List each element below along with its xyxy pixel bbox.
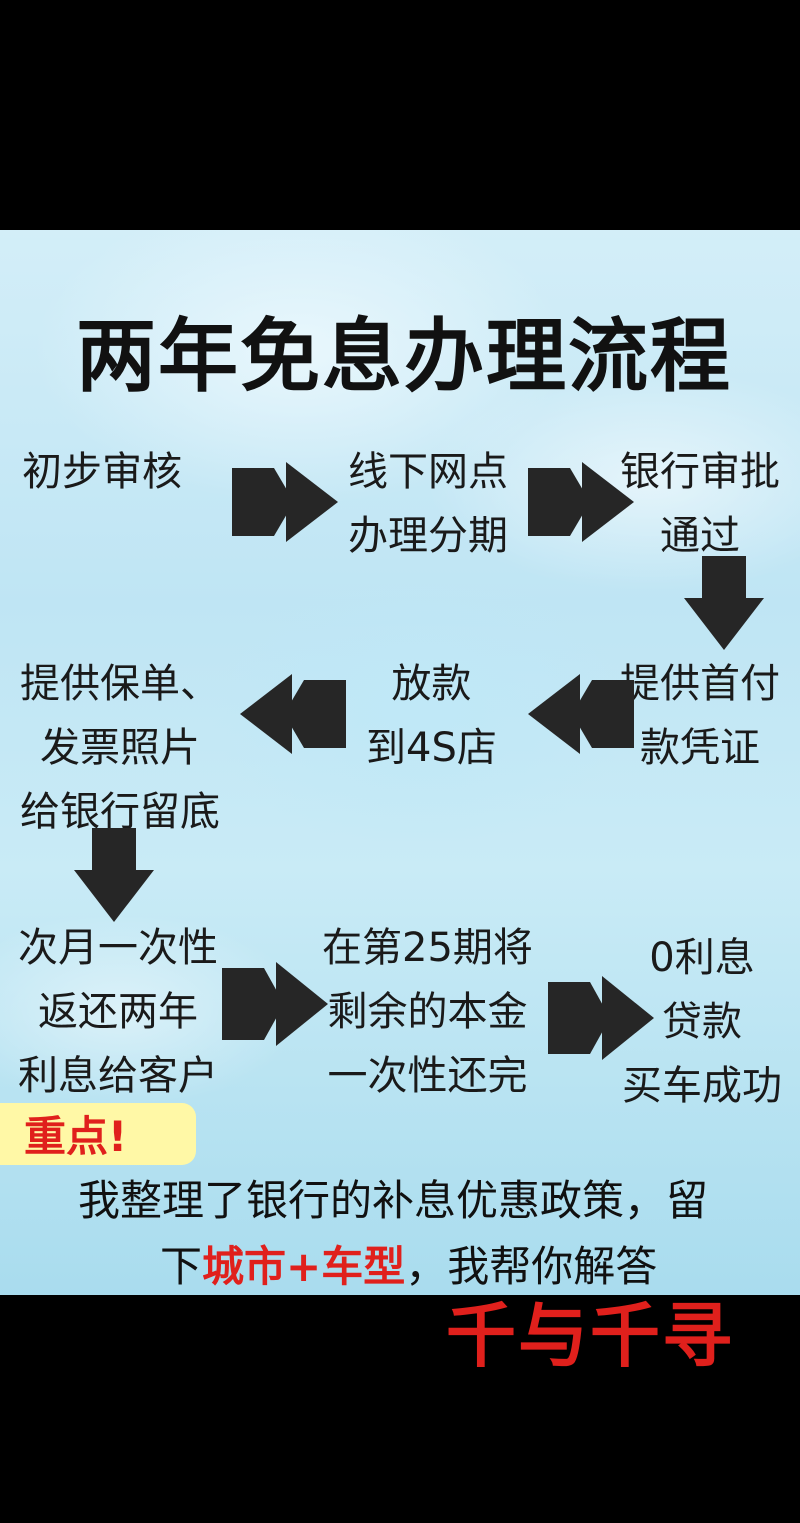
page-title: 两年免息办理流程 (76, 310, 732, 403)
step-purchase-success-line3: 买车成功 (622, 1063, 782, 1109)
step-initial-review: 初步审核 (22, 440, 182, 504)
step-loan-release-line1: 放款 (391, 661, 472, 707)
step-offline-branch-line1: 线下网点 (348, 449, 508, 495)
step-offline-branch: 线下网点 办理分期 (348, 440, 508, 568)
step-loan-release-line2: 到4S店 (366, 725, 497, 771)
arrow-down-icon (74, 828, 154, 922)
note-line-2-highlight: 城市+车型 (202, 1242, 406, 1291)
step-provide-down-payment: 提供首付 款凭证 (620, 652, 780, 780)
arrow-down-icon (684, 556, 764, 650)
step-submit-documents-line3: 给银行留底 (20, 789, 220, 835)
step-submit-documents-line1: 提供保单、 (20, 661, 220, 707)
highlight-badge (0, 1103, 196, 1165)
arrow-right-icon (222, 962, 328, 1046)
highlight-label: 重点! (24, 1112, 128, 1161)
note-line-2-suffix: ，我帮你解答 (405, 1242, 658, 1291)
step-offline-branch-line2: 办理分期 (348, 513, 508, 559)
step-bank-approval-line1: 银行审批 (620, 449, 780, 495)
step-principal-payoff-line2: 剩余的本金 (327, 989, 528, 1035)
step-purchase-success-line2: 贷款 (662, 999, 742, 1045)
step-provide-down-payment-line2: 款凭证 (640, 725, 760, 771)
step-initial-review-label: 初步审核 (22, 449, 182, 495)
arrow-left-icon (240, 674, 346, 754)
step-bank-approval-line2: 通过 (660, 513, 740, 559)
step-loan-release: 放款 到4S店 (366, 652, 497, 780)
step-purchase-success: 0利息 贷款 买车成功 (622, 926, 782, 1118)
step-purchase-success-line1: 0利息 (649, 935, 755, 981)
note-line-2: 下城市+车型，我帮你解答 (160, 1236, 800, 1298)
note-line-1: 我整理了银行的补息优惠政策，留 (78, 1170, 778, 1232)
arrow-right-icon (528, 462, 634, 542)
step-submit-documents-line2: 发票照片 (40, 725, 200, 771)
step-bank-approval: 银行审批 通过 (620, 440, 780, 568)
step-principal-payoff: 在第25期将 剩余的本金 一次性还完 (322, 916, 533, 1108)
step-principal-payoff-line1: 在第25期将 (322, 925, 533, 971)
step-interest-refund-line1: 次月一次性 (18, 925, 218, 971)
note-line-1-text: 我整理了银行的补息优惠政策，留 (78, 1176, 709, 1225)
step-submit-documents: 提供保单、 发票照片 给银行留底 (20, 652, 220, 844)
arrow-left-icon (528, 674, 634, 754)
step-principal-payoff-line3: 一次性还完 (327, 1053, 528, 1099)
arrow-right-icon (548, 976, 654, 1060)
arrow-right-icon (232, 462, 338, 542)
step-interest-refund-line3: 利息给客户 (18, 1053, 218, 1099)
step-provide-down-payment-line1: 提供首付 (620, 661, 780, 707)
note-line-2-prefix: 下 (160, 1242, 203, 1291)
step-interest-refund-line2: 返还两年 (38, 989, 198, 1035)
signature: 千与千寻 (446, 1295, 734, 1377)
step-interest-refund: 次月一次性 返还两年 利息给客户 (18, 916, 218, 1108)
